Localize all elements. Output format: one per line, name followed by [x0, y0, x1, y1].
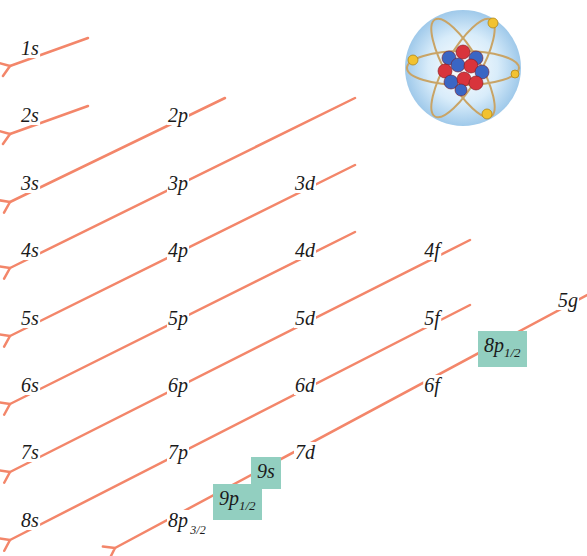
arrow	[10, 232, 355, 404]
orbital-label: 5s	[20, 308, 40, 328]
atom-orbits	[407, 11, 519, 125]
orbital-label: 2s	[20, 105, 40, 125]
orbital-label: 5f	[423, 308, 441, 328]
diagonal-arrows	[10, 38, 587, 548]
subscript-label: 1/2	[504, 345, 521, 360]
arrow	[115, 295, 587, 548]
arrow	[10, 305, 470, 540]
arrow	[10, 98, 225, 202]
orbital-label: 6f	[423, 375, 441, 395]
orbital-label: 9p	[219, 487, 239, 509]
orbit	[420, 11, 505, 125]
orbital-label: 8p	[484, 334, 504, 356]
orbital-label: 4s	[20, 240, 40, 260]
highlight-box: 8p1/2	[478, 331, 527, 367]
atom-glow	[405, 10, 521, 126]
orbital-label: 8s	[20, 510, 40, 530]
orbit	[420, 11, 505, 125]
orbital-label: 7s	[20, 442, 40, 462]
atom-picture	[405, 10, 521, 126]
orbital-label: 6p	[167, 375, 189, 395]
orbital-label: 1s	[20, 38, 40, 58]
orbital-label: 6s	[20, 375, 40, 395]
orbital-label: 8p	[167, 510, 189, 530]
arrow	[10, 98, 355, 268]
orbital-label: 4f	[423, 240, 441, 260]
orbital-label: 4d	[294, 240, 316, 260]
orbital-label: 7p	[167, 442, 189, 462]
subscript-label: 3/2	[189, 524, 206, 536]
arrow	[10, 240, 470, 472]
orbital-label: 3s	[20, 173, 40, 193]
orbital-label: 6d	[294, 375, 316, 395]
orbital-label: 3d	[294, 173, 316, 193]
orbital-label: 9s	[257, 460, 275, 482]
arrow	[10, 106, 88, 134]
subscript-label: 1/2	[239, 498, 256, 513]
orbital-label: 5d	[294, 308, 316, 328]
arrow	[10, 165, 355, 336]
highlight-box: 9p1/2	[213, 484, 262, 520]
orbital-label: 2p	[167, 105, 189, 125]
atom-electrons	[408, 18, 519, 119]
orbital-label: 5p	[167, 308, 189, 328]
orbital-label: 3p	[167, 173, 189, 193]
orbital-label: 5g	[557, 290, 579, 310]
arrow	[10, 38, 88, 66]
orbital-label: 4p	[167, 240, 189, 260]
orbital-label: 7d	[294, 442, 316, 462]
atom-nucleus	[438, 45, 489, 96]
